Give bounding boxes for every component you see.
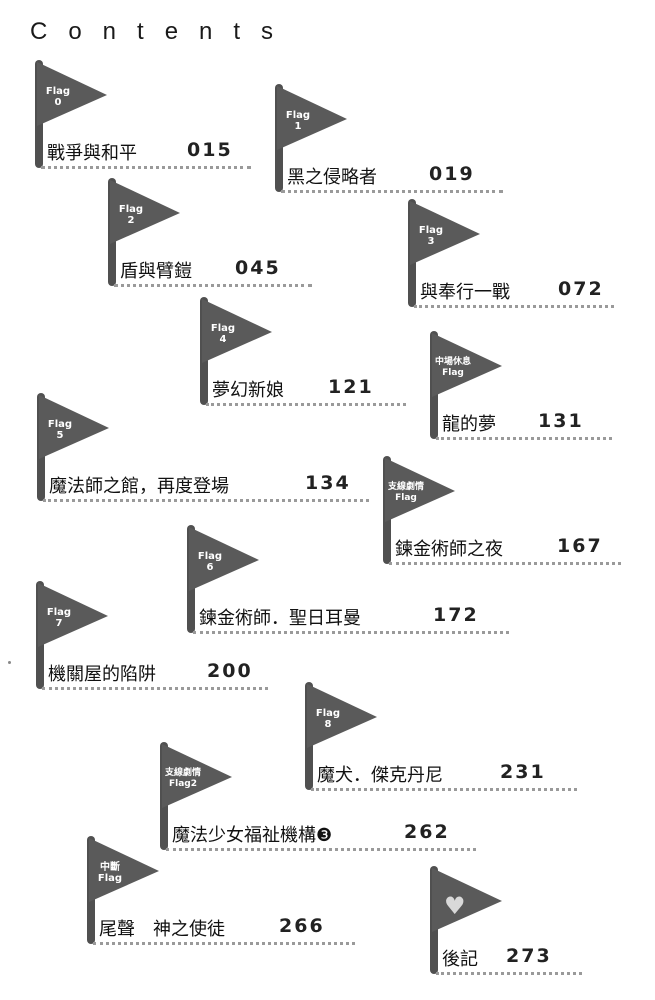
flag-label: Flag 4 [210, 323, 236, 345]
dotted-leader [43, 499, 369, 502]
page-number: 121 [328, 376, 374, 398]
flag-shape [432, 333, 502, 397]
flag-label: Flag 7 [46, 607, 72, 629]
chapter-title: 黑之侵略者 [287, 167, 377, 188]
flag-shape [410, 201, 480, 265]
dotted-leader [41, 166, 251, 169]
chapter-title: 夢幻新娘 [212, 380, 284, 401]
flag-label: 支線劇情 Flag2 [164, 768, 201, 789]
page-number: 045 [235, 257, 281, 279]
dotted-leader [389, 562, 621, 565]
flag-shape [202, 299, 272, 363]
flag-shape [307, 684, 377, 748]
chapter-title: 盾與臂鎧 [120, 261, 192, 282]
flag-label: 中場休息 Flag [434, 357, 471, 378]
chapter-title: 後記 [442, 949, 478, 970]
flag-shape [110, 180, 180, 244]
chapter-title: 鍊金術師之夜 [395, 539, 503, 560]
page-number: 015 [187, 139, 233, 161]
flag-shape [277, 86, 347, 150]
page-number: 262 [404, 821, 450, 843]
chapter-title: 魔法少女福祉機構❸ [172, 825, 333, 846]
chapter-title: 尾聲 神之使徒 [99, 919, 225, 940]
flag-label: Flag 3 [418, 225, 444, 247]
page-number: 019 [429, 163, 475, 185]
flag-label: 支線劇情 Flag [387, 482, 424, 503]
chapter-title: 鍊金術師．聖日耳曼 [199, 608, 361, 629]
dotted-leader [436, 972, 582, 975]
page-number: 231 [500, 761, 546, 783]
flag-label: Flag 0 [45, 86, 71, 108]
page-number: 167 [557, 535, 603, 557]
dotted-leader [114, 284, 312, 287]
flag-shape [38, 583, 108, 647]
stray-dot [8, 661, 11, 664]
dotted-leader [414, 305, 614, 308]
page-number: 273 [506, 945, 552, 967]
heart-icon: ♥ [444, 892, 466, 920]
dotted-leader [436, 437, 612, 440]
dotted-leader [93, 942, 355, 945]
flag-shape [89, 838, 159, 902]
dotted-leader [311, 788, 577, 791]
dotted-leader [281, 190, 503, 193]
flag-shape [432, 868, 502, 932]
chapter-title: 龍的夢 [442, 414, 496, 435]
flag-shape [37, 62, 107, 126]
chapter-title: 戰爭與和平 [47, 143, 137, 164]
flag-label: Flag 8 [315, 708, 341, 730]
flag-label: Flag 1 [285, 110, 311, 132]
flag-label: Flag 2 [118, 204, 144, 226]
chapter-title: 機關屋的陷阱 [48, 664, 156, 685]
page-number: 072 [558, 278, 604, 300]
flag-shape [189, 527, 259, 591]
dotted-leader [206, 403, 406, 406]
dotted-leader [166, 848, 476, 851]
page-title: Contents [30, 18, 295, 45]
page-number: 134 [305, 472, 351, 494]
page-number: 131 [538, 410, 584, 432]
chapter-title: 魔法師之館，再度登場 [49, 476, 229, 497]
flag-label: Flag 6 [197, 551, 223, 573]
dotted-leader [193, 631, 509, 634]
page-number: 266 [279, 915, 325, 937]
flag-label: 中斷 Flag [97, 862, 123, 884]
flag-label: Flag 5 [47, 419, 73, 441]
flag-shape [162, 744, 232, 808]
flag-shape [385, 458, 455, 522]
page-number: 200 [207, 660, 253, 682]
flag-shape [39, 395, 109, 459]
page-number: 172 [433, 604, 479, 626]
chapter-title: 與奉行一戰 [420, 282, 510, 303]
dotted-leader [42, 687, 268, 690]
chapter-title: 魔犬．傑克丹尼 [317, 765, 443, 786]
